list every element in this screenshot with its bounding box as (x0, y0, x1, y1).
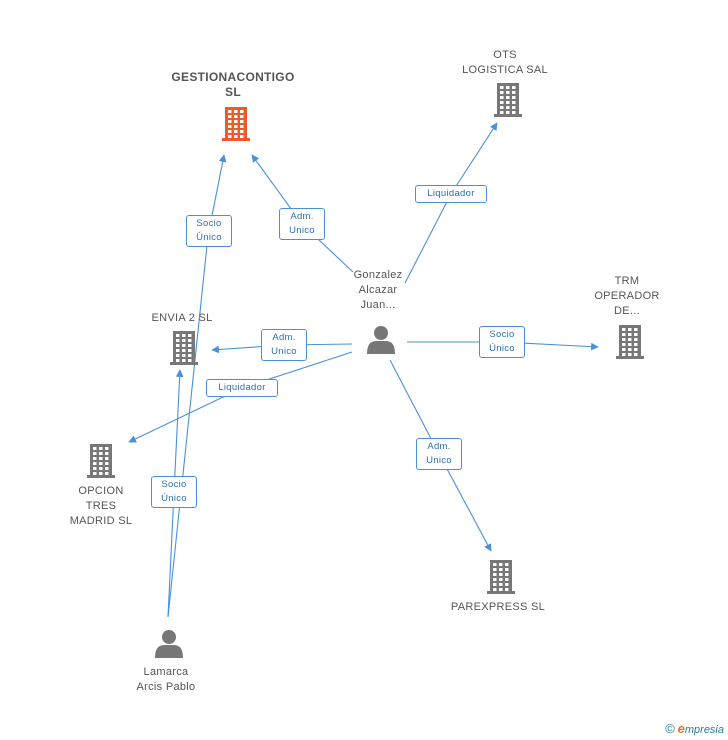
node-label-line: Gonzalez (353, 269, 403, 281)
node-label-line: TRM (614, 275, 640, 287)
edge-label-line: Adm. (427, 441, 451, 452)
building-icon[interactable] (170, 331, 198, 365)
building-icon[interactable] (616, 325, 644, 359)
edge-label-line: Liquidador (218, 382, 266, 393)
edge-label-line: Socio (196, 218, 222, 229)
node-label-line: OPCION (78, 485, 124, 497)
node-label-line: LOGISTICA SAL (462, 64, 548, 76)
edge-label-gonzalez-to-opcion[interactable]: Liquidador (206, 379, 278, 397)
edges-layer (128, 122, 599, 618)
edge-label-line: Unico (289, 225, 315, 236)
edge-label-gonzalez-to-envia2[interactable]: Adm. Unico (261, 329, 307, 361)
node-label-opcion[interactable]: OPCION TRES MADRID SL (46, 484, 156, 529)
edge-label-gonzalez-to-gestionacontigo[interactable]: Adm. Unico (279, 208, 325, 240)
edge-label-line: Único (196, 232, 222, 243)
person-icon[interactable] (155, 630, 183, 658)
node-label-envia2[interactable]: ENVIA 2 SL (127, 311, 237, 326)
building-icon[interactable] (222, 107, 250, 141)
edge-label-line: Unico (426, 455, 452, 466)
brand-initial: e (677, 721, 685, 736)
node-label-line: TRES (85, 500, 117, 512)
brand-footer[interactable]: © empresia (665, 721, 724, 736)
person-icon[interactable] (367, 326, 395, 354)
nodes-layer (87, 83, 644, 658)
node-label-line: OPERADOR (594, 290, 660, 302)
edge-label-gonzalez-to-ots[interactable]: Liquidador (415, 185, 487, 203)
node-label-line: OTS (493, 49, 517, 61)
building-icon[interactable] (494, 83, 522, 117)
edge-label-line: Adm. (290, 211, 314, 222)
node-label-line: Arcis Pablo (136, 681, 196, 693)
node-label-parexpress[interactable]: PAREXPRESS SL (438, 600, 558, 615)
node-label-line: MADRID SL (69, 515, 133, 527)
edge-label-line: Socio (161, 479, 187, 490)
building-icon[interactable] (87, 444, 115, 478)
node-label-line: Juan... (360, 299, 396, 311)
edge-label-line: Adm. (272, 332, 296, 343)
node-label-line: ENVIA 2 SL (151, 312, 213, 324)
building-icon[interactable] (487, 560, 515, 594)
node-label-line: PAREXPRESS SL (450, 601, 546, 613)
node-label-trm[interactable]: TRM OPERADOR DE... (577, 274, 677, 319)
node-label-line: GESTIONACONTIGO (171, 70, 295, 84)
edge-label-line: Único (161, 493, 187, 504)
node-label-ots[interactable]: OTS LOGISTICA SAL (445, 48, 565, 78)
node-label-line: Lamarca (143, 666, 189, 678)
edge-gonzalez-to-ots (404, 122, 498, 284)
node-label-line: Alcazar (358, 284, 398, 296)
node-label-line: SL (225, 85, 241, 99)
edge-label-line: Socio (489, 329, 515, 340)
edge-gonzalez-to-opcion (128, 351, 353, 443)
copyright-symbol: © (665, 721, 675, 736)
edge-label-gonzalez-to-parexpress[interactable]: Adm. Unico (416, 438, 462, 470)
edge-label-line: Único (489, 343, 515, 354)
node-label-line: DE... (614, 305, 640, 317)
brand-name: mpresia (684, 724, 724, 736)
edge-label-line: Liquidador (427, 188, 475, 199)
edge-label-line: Unico (271, 346, 297, 357)
